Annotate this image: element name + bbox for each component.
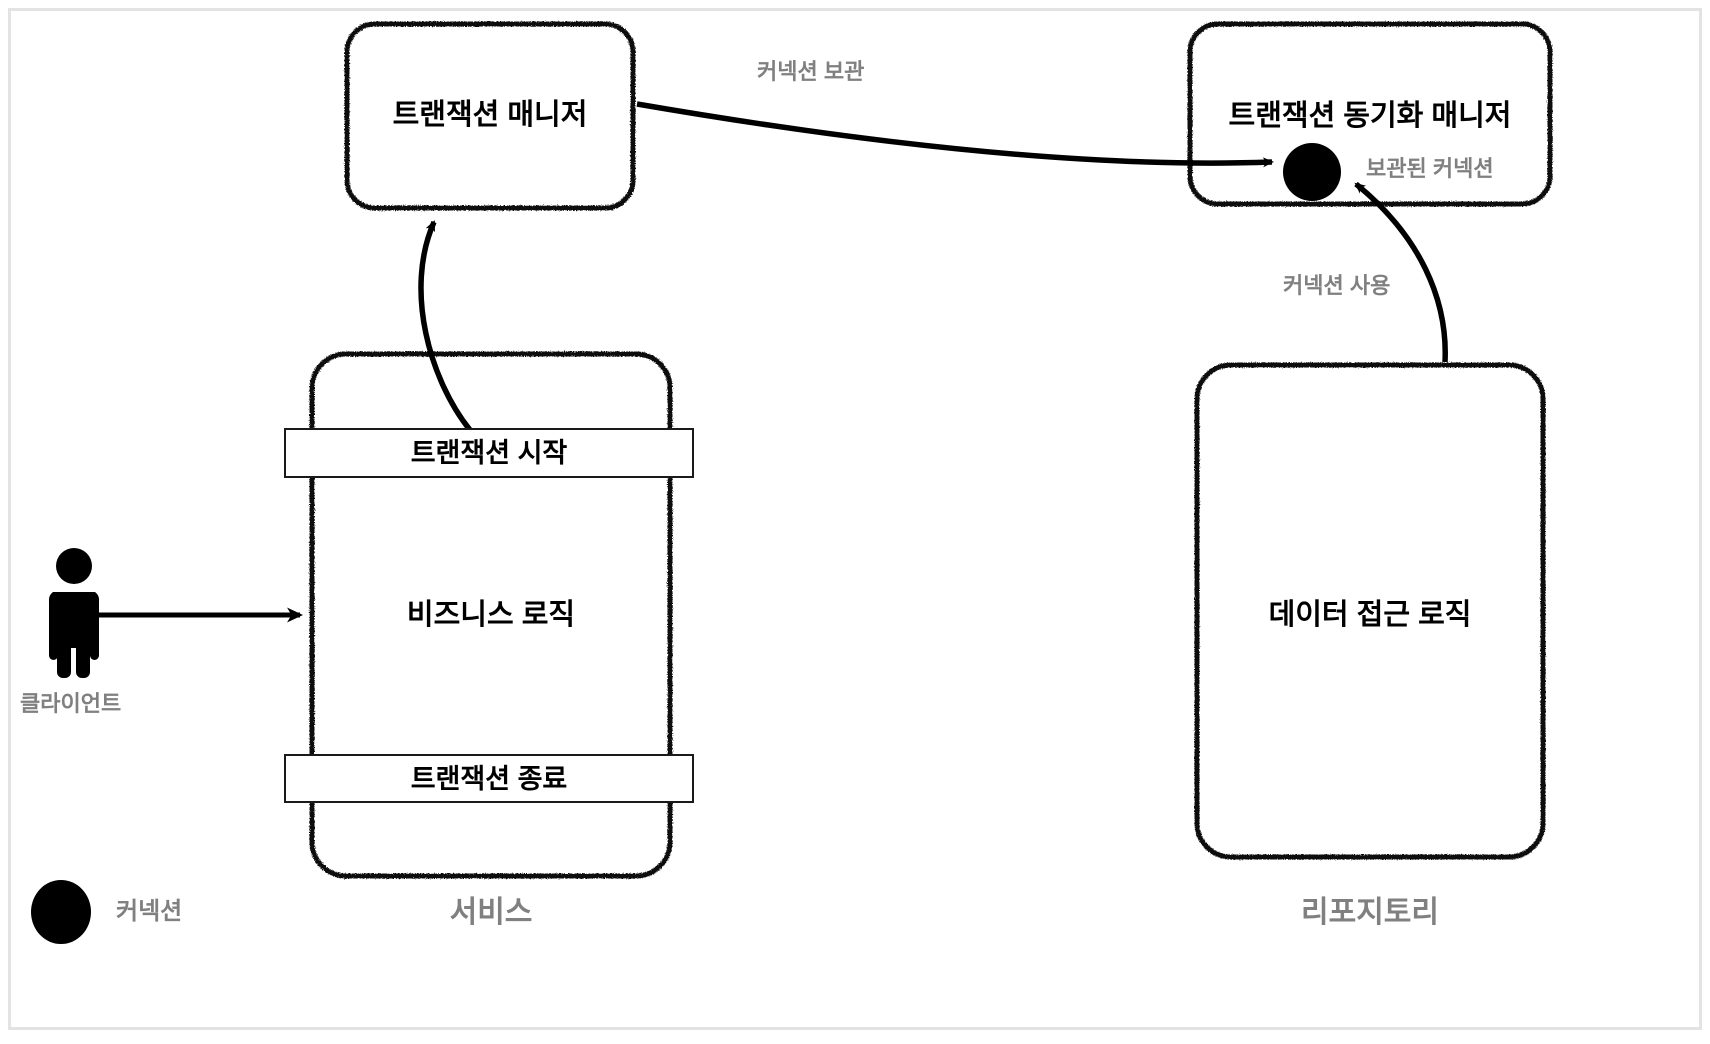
repository-caption: 리포지토리 — [1301, 896, 1439, 929]
business-logic-label: 비즈니스 로직 — [406, 599, 576, 631]
client-caption: 클라이언트 — [20, 691, 122, 716]
transaction-end-label: 트랜잭션 종료 — [410, 764, 568, 794]
business-logic-node[interactable] — [312, 354, 670, 876]
use-connection-edge-label: 커넥션 사용 — [1283, 273, 1391, 298]
legend-connection-label: 커넥션 — [116, 898, 183, 925]
transaction-begin-label: 트랜잭션 시작 — [410, 438, 568, 468]
client-actor-icon[interactable] — [44, 546, 104, 680]
data-access-logic-label: 데이터 접근 로직 — [1268, 599, 1472, 631]
transaction-manager-node[interactable] — [347, 24, 633, 208]
store-connection-edge-label: 커넥션 보관 — [757, 59, 865, 84]
legend-connection-icon[interactable] — [31, 880, 91, 944]
transaction-begin-bar[interactable] — [284, 428, 694, 478]
transaction-end-bar[interactable] — [284, 754, 694, 803]
transaction-sync-manager-label: 트랜잭션 동기화 매니저 — [1228, 100, 1512, 132]
connection-node-icon[interactable] — [1283, 143, 1341, 201]
transaction-sync-manager-node[interactable] — [1190, 24, 1550, 204]
stored-connection-edge-label: 보관된 커넥션 — [1366, 156, 1494, 181]
data-access-logic-node[interactable] — [1197, 365, 1543, 857]
transaction-manager-label: 트랜잭션 매니저 — [392, 99, 588, 131]
service-caption: 서비스 — [449, 896, 533, 929]
